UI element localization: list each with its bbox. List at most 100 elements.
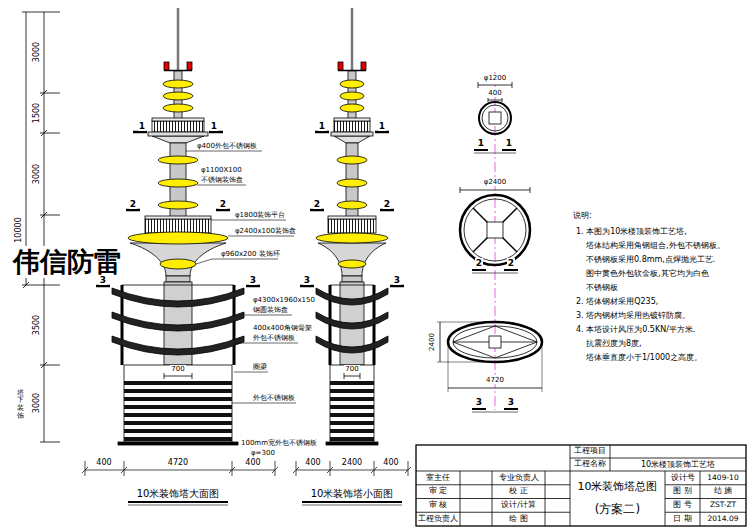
title-block-grid — [610, 445, 611, 471]
tower-small-elevation — [344, 373, 345, 379]
tower-small-elevation — [316, 336, 388, 353]
dimension-line — [41, 212, 47, 218]
tower-large-elevation — [152, 121, 204, 132]
tower-small-elevation — [330, 413, 374, 417]
title-block-grid — [416, 484, 570, 485]
callout-label: 外包不锈钢板 — [252, 334, 296, 342]
title-block-cell: 结 施 — [713, 487, 733, 496]
dimension-line — [22, 12, 60, 442]
dimension-line — [41, 130, 47, 136]
section-views — [460, 187, 461, 193]
leader-line — [234, 343, 298, 344]
title-block-cell: ZST-ZT — [709, 501, 737, 510]
dimension-line — [22, 285, 60, 286]
tower-small-elevation — [316, 233, 388, 243]
tower-large-elevation — [124, 413, 232, 417]
callout-label: 不锈钢装饰盘 — [200, 176, 244, 184]
dimension-line — [41, 90, 47, 96]
note-line: 塔体垂直度小于1/1000之高度。 — [585, 353, 703, 362]
callout-label: φ1800装饰平台 — [234, 211, 286, 219]
section-views — [488, 98, 489, 102]
section-views — [460, 190, 530, 191]
leader-line — [197, 185, 246, 186]
section-mark: 3 — [393, 275, 401, 285]
tower-large-elevation — [160, 259, 196, 269]
tower-small-elevation — [326, 442, 378, 445]
leader-line — [186, 151, 298, 403]
section-mark: 1 — [378, 121, 386, 131]
tower-large-elevation — [124, 381, 232, 441]
section-views — [448, 388, 542, 389]
leader-line — [232, 403, 296, 404]
dimension-line — [330, 461, 331, 476]
tower-large-elevation — [112, 8, 244, 445]
dimension-text: 400 — [304, 458, 321, 467]
tower-small-elevation — [330, 405, 374, 409]
title-block-grid — [665, 498, 746, 499]
note-line: 塔体结构采用角钢组合,外包不锈钢板。 — [585, 241, 726, 250]
title-block-grid — [545, 471, 546, 526]
caption-underline — [128, 502, 402, 505]
leader-line — [244, 315, 292, 316]
note-line: 1. 本图为10米楼顶装饰工艺塔, — [575, 227, 688, 236]
callout-label: 塔下装饰 — [17, 390, 24, 421]
dimension-line — [408, 461, 409, 476]
dimension-text: 3000 — [32, 392, 41, 414]
title-block-cell: 审 定 — [428, 487, 448, 496]
title-block-grid — [492, 471, 493, 526]
section-views — [460, 195, 530, 265]
title-block-cell: 图 别 — [672, 487, 692, 496]
section-mark: 1 — [318, 121, 326, 131]
dimension-line — [296, 461, 297, 476]
section-views — [472, 408, 486, 410]
tower-large-elevation — [118, 442, 238, 445]
section-mark: 1 — [210, 121, 218, 131]
section-views — [504, 408, 518, 410]
section-views — [453, 326, 537, 358]
tower-small-elevation — [330, 397, 374, 401]
title-block-grid — [416, 445, 746, 526]
tower-large-elevation — [166, 276, 190, 282]
tower-large-elevation — [163, 80, 193, 88]
section-views — [453, 326, 537, 358]
section-views — [478, 85, 512, 86]
section-views — [472, 273, 518, 274]
title-block-cell: 10米楼顶装饰工艺塔 — [640, 460, 716, 469]
title-block-grid — [416, 471, 746, 472]
tower-large-elevation — [124, 381, 232, 385]
note-line: 4. 本塔设计风压为0.5KN/平方米. — [575, 325, 696, 334]
tower-large-elevation — [124, 405, 232, 409]
tower-small-elevation — [330, 381, 374, 441]
section-views — [502, 149, 516, 151]
section-views — [502, 98, 503, 102]
watermark: 伟信防雷 — [12, 246, 122, 277]
tower-small-elevation — [351, 8, 354, 70]
section-mark: 2 — [475, 258, 483, 268]
section-views — [448, 322, 542, 362]
dimension-text: 400 — [382, 458, 399, 467]
dimension-line — [40, 133, 60, 134]
tower-small-elevation — [330, 389, 374, 393]
tower-small-elevation — [337, 156, 367, 164]
section-views — [504, 269, 518, 271]
dimension-text: 2400 — [428, 332, 436, 352]
dimension-line — [272, 467, 278, 473]
section-views — [437, 322, 490, 323]
tower-large-elevation — [164, 376, 192, 377]
dimension-text: 700 — [344, 365, 359, 373]
tower-small-elevation — [337, 201, 367, 209]
tower-large-elevation — [164, 62, 169, 70]
tower-large-elevation — [122, 285, 234, 286]
callout-label: 外包不锈钢板 — [252, 394, 296, 402]
title-block-grid — [416, 498, 570, 499]
section-mark: 3 — [303, 275, 311, 285]
callout-label: φ=300 — [250, 449, 276, 457]
tower-large-elevation — [124, 437, 232, 441]
tower-small-elevation — [316, 8, 388, 445]
section-views — [512, 82, 513, 88]
tower-small-elevation — [328, 216, 376, 219]
tower-small-elevation — [360, 373, 361, 379]
tower-small-elevation — [344, 376, 360, 377]
title-block-cell: 图 号 — [672, 501, 692, 510]
dimension-line — [44, 12, 45, 442]
